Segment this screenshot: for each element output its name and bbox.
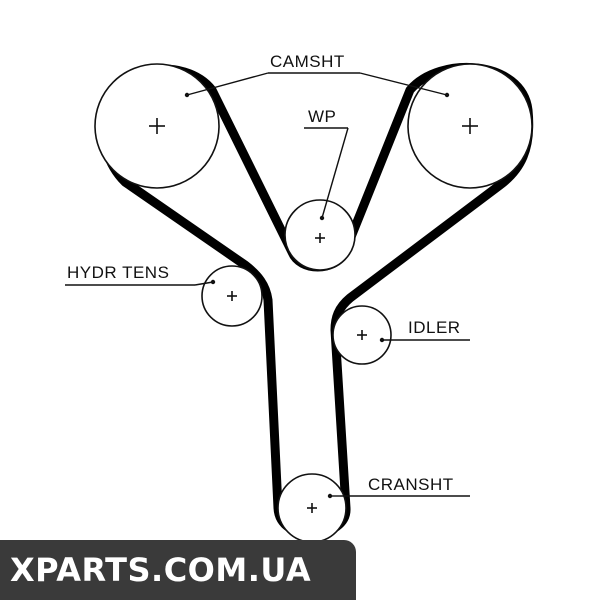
crankshaft-dot xyxy=(327,493,333,499)
crankshaft-label: CRANSHT xyxy=(368,475,454,494)
camshaft-label: CAMSHT xyxy=(270,52,345,71)
hydraulic-tensioner-dot xyxy=(210,279,216,285)
idler-pulley xyxy=(332,305,392,365)
hydraulic-tensioner-label: HYDR TENS xyxy=(67,263,169,282)
hydraulic-tensioner-leader xyxy=(194,281,214,286)
watermark-banner: XPARTS.COM.UA xyxy=(0,540,356,600)
crankshaft-pulley xyxy=(277,473,347,543)
right-camshaft-pulley xyxy=(407,63,533,189)
camshaft-left-dot xyxy=(184,92,190,98)
hydraulic-tensioner-pulley xyxy=(201,265,263,327)
water-pump-leader xyxy=(321,127,349,219)
camshaft-left-leader xyxy=(186,72,269,96)
water-pump-pulley xyxy=(284,199,356,271)
idler-label: IDLER xyxy=(408,318,461,337)
water-pump-dot xyxy=(319,215,325,221)
camshaft-right-leader xyxy=(359,72,448,96)
camshaft-right-dot xyxy=(444,92,450,98)
water-pump-label: WP xyxy=(308,107,336,126)
left-camshaft-pulley xyxy=(94,63,220,189)
idler-dot xyxy=(379,337,385,343)
